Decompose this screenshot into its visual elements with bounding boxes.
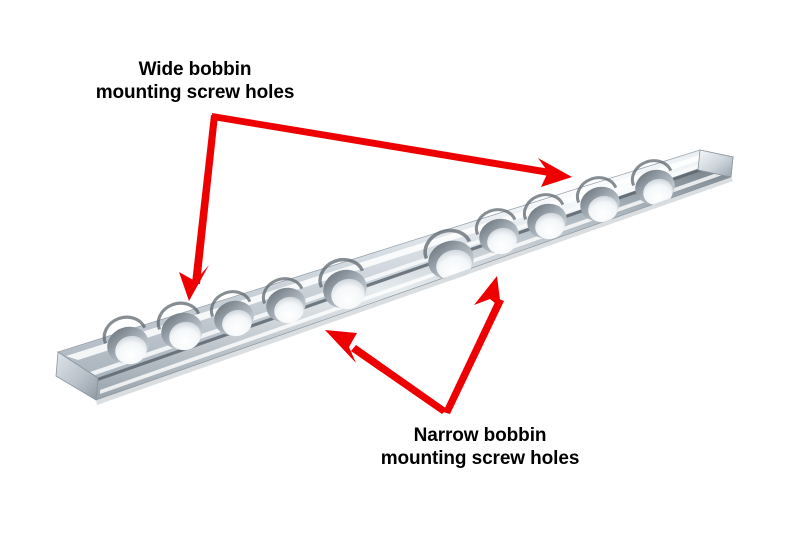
hole-shadow-arc [575,176,618,204]
mounting-bar [55,149,735,405]
screw-hole-8 [522,193,567,240]
hole-bore [487,227,517,255]
hole-bore [331,278,365,310]
callout-wide-bobbin: Wide bobbin mounting screw holes [70,58,320,104]
arrow-wide-right-shaft [212,113,550,176]
callout-narrow-line1: Narrow bobbin [413,425,547,446]
hole-bore [588,195,618,223]
arrow-wide-left-head [179,265,209,301]
hole-bore [643,178,673,206]
hole-shadow-arc [423,228,471,260]
screw-hole-6 [423,228,474,281]
arrow-narrow-left-shaft [351,345,447,414]
hole-shadow-arc [102,315,147,345]
annotation-arrows-narrow [325,276,504,414]
hole-bore [169,321,201,351]
screw-hole-7 [474,208,519,255]
annotation-arrows-wide [179,113,572,301]
callout-narrow-line2: mounting screw holes [380,448,580,470]
hole-shadow-arc [630,159,673,187]
arrow-wide-right-head [538,158,572,187]
hole-shadow-arc [474,208,517,236]
screw-hole-4 [261,277,306,324]
bar-edge-seam [98,157,733,381]
callout-wide-line1: Wide bobbin [138,59,252,80]
arrow-narrow-right-shaft [443,298,504,414]
bar-drop-shadow [96,177,733,405]
screw-hole-2 [156,301,203,351]
bar-left-end-cap [55,351,99,401]
hole-shadow-arc [209,290,252,318]
hole-shadow-arc [522,193,565,221]
screw-hole-5 [318,258,367,310]
hole-bore [274,296,304,324]
callout-narrow-bobbin: Narrow bobbin mounting screw holes [355,424,605,470]
screw-hole-1 [102,315,149,365]
hole-bore [115,335,147,365]
hole-shadow-arc [261,277,304,305]
hole-bore [535,212,565,240]
screw-hole-9 [575,176,620,223]
screw-hole-10 [630,159,675,206]
screw-hole-3 [209,290,254,337]
bar-front-highlight [100,168,731,394]
hole-bore [222,309,252,337]
callout-wide-line2: mounting screw holes [95,82,295,104]
hole-shadow-arc [318,258,364,288]
hole-shadow-arc [156,301,201,331]
arrow-wide-left-shaft [192,115,218,284]
arrow-narrow-left-head [325,330,357,363]
arrow-narrow-right-head [474,276,501,308]
bar-right-end-cap [697,149,734,178]
hole-bore [436,249,472,281]
screw-hole-group [102,159,675,365]
